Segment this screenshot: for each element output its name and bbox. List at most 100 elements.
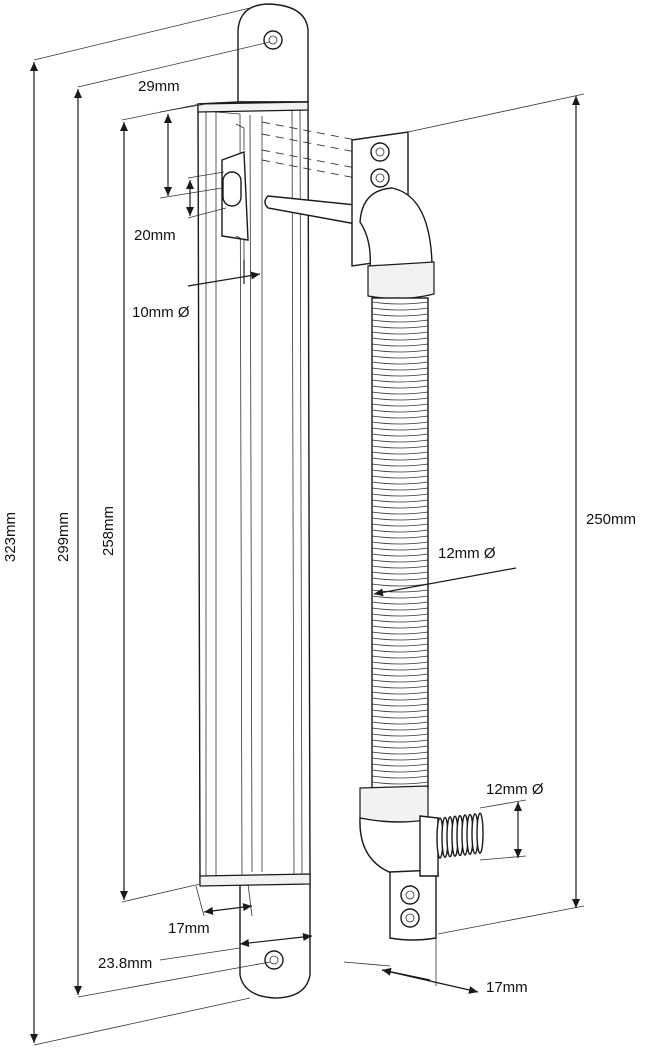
cable-ridge <box>371 331 429 335</box>
cable-ridge <box>371 595 429 599</box>
cable-ridge <box>371 535 429 539</box>
cable-ridges <box>371 301 429 785</box>
slot-length-label: 20mm <box>134 227 176 244</box>
cable-ridge <box>371 553 429 557</box>
cable-ridge <box>371 385 429 389</box>
cable-ridge <box>371 619 429 623</box>
connecting-rod <box>261 121 357 225</box>
cable-ridge <box>371 715 429 719</box>
cable-ridge <box>371 703 429 707</box>
cable-ridge <box>371 625 429 629</box>
cable-ridge <box>371 319 429 323</box>
hole-spacing-label: 299mm <box>55 512 72 562</box>
cable-ridge <box>371 499 429 503</box>
cable-ridge <box>371 541 429 545</box>
cable-ridge <box>371 433 429 437</box>
cable-ridge <box>371 691 429 695</box>
cable-ridge <box>371 391 429 395</box>
cable-ridge <box>371 307 429 311</box>
cable-ridge <box>371 529 429 533</box>
cable-ridge <box>371 607 429 611</box>
spring-coil <box>436 812 484 859</box>
cable-ridge <box>371 511 429 515</box>
cable-ridge <box>371 751 429 755</box>
channel-length-label: 258mm <box>100 506 117 556</box>
cable-ridge <box>371 727 429 731</box>
cable-ridge <box>371 781 429 785</box>
cable-ridge <box>371 445 429 449</box>
cable-ridge <box>371 475 429 479</box>
cable-ridge <box>371 547 429 551</box>
cable-diameter-label: 12mm Ø <box>438 545 496 562</box>
cable-ridge <box>371 577 429 581</box>
cable-ridge <box>371 469 429 473</box>
slot-offset-label: 29mm <box>138 78 180 95</box>
cable-ridge <box>371 313 429 317</box>
cable-ridge <box>371 409 429 413</box>
cable-ridge <box>371 565 429 569</box>
channel-width-label: 17mm <box>168 920 210 937</box>
cable-ridge <box>371 505 429 509</box>
dimension-labels: 323mm 299mm 258mm 29mm 20mm 10mm Ø 17mm … <box>2 78 636 996</box>
cable-ridge <box>371 637 429 641</box>
cable-ridge <box>371 337 429 341</box>
mounting-plate <box>197 3 311 999</box>
cable-ridge <box>371 661 429 665</box>
cable-ridge <box>371 361 429 365</box>
cable-ridge <box>371 415 429 419</box>
cable-ridge <box>371 655 429 659</box>
cable-ridge <box>371 667 429 671</box>
plate-width-label: 23.8mm <box>98 955 152 972</box>
cable-ridge <box>371 373 429 377</box>
cable-ridge <box>371 649 429 653</box>
dimension-lines <box>30 7 585 1046</box>
cable-ridge <box>371 775 429 779</box>
cable-ridge <box>371 721 429 725</box>
cable-ridge <box>371 379 429 383</box>
spring-turn <box>476 812 484 854</box>
cable-ridge <box>371 343 429 347</box>
cable-ridge <box>371 481 429 485</box>
cable-ridge <box>371 709 429 713</box>
cable-ridge <box>371 685 429 689</box>
cable-ridge <box>371 493 429 497</box>
cable-ridge <box>371 571 429 575</box>
cable-ridge <box>371 349 429 353</box>
spring-diameter-label: 12mm Ø <box>486 781 544 798</box>
cable-ridge <box>371 427 429 431</box>
cable-ridge <box>371 367 429 371</box>
cable-ridge <box>371 457 429 461</box>
cable-ridge <box>371 673 429 677</box>
overall-length-label: 323mm <box>2 512 19 562</box>
cable-ridge <box>371 643 429 647</box>
cable-ridge <box>371 463 429 467</box>
cable-ridge <box>371 523 429 527</box>
cable-ridge <box>371 487 429 491</box>
flex-cable-assembly <box>351 131 484 941</box>
cable-ridge <box>371 739 429 743</box>
cable-ridge <box>371 679 429 683</box>
cable-ridge <box>371 517 429 521</box>
cable-ridge <box>371 697 429 701</box>
cable-ridge <box>371 559 429 563</box>
cable-ridge <box>371 745 429 749</box>
cable-ridge <box>371 601 429 605</box>
cable-ridge <box>371 451 429 455</box>
cable-ridge <box>371 769 429 773</box>
slot-diameter-label: 10mm Ø <box>132 304 190 321</box>
cable-ridge <box>371 757 429 761</box>
cable-ridge <box>371 631 429 635</box>
cable-ridge <box>371 301 429 305</box>
bracket-spacing-label: 250mm <box>586 511 636 528</box>
cable-ridge <box>371 613 429 617</box>
bracket-width-label: 17mm <box>486 979 528 996</box>
cable-ridge <box>371 763 429 767</box>
cable-ridge <box>371 733 429 737</box>
cable-ridge <box>371 355 429 359</box>
cable-ridge <box>371 421 429 425</box>
cable-ridge <box>371 397 429 401</box>
cable-ridge <box>371 325 429 329</box>
cable-ridge <box>371 439 429 443</box>
cable-ridge <box>371 403 429 407</box>
